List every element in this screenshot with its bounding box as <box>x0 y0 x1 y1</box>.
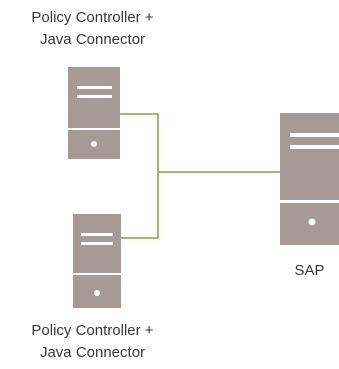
connector-top-to-junction <box>120 113 159 172</box>
bottom-server-label: Policy Controller + Java Connector <box>0 320 185 364</box>
top-server-label-line2: Java Connector <box>39 31 146 48</box>
server-icon <box>73 214 121 308</box>
connector-lines <box>120 113 280 239</box>
sap-label: SAP <box>294 262 325 279</box>
server-icon <box>68 67 120 159</box>
server-icon <box>280 113 339 245</box>
connector-bottom-to-junction <box>121 172 159 239</box>
top-server-label: Policy Controller + Java Connector <box>0 7 185 51</box>
bottom-server-label-line2: Java Connector <box>39 344 146 361</box>
top-server-label-line1: Policy Controller + <box>31 9 154 26</box>
bottom-server-label-line1: Policy Controller + <box>31 322 154 339</box>
